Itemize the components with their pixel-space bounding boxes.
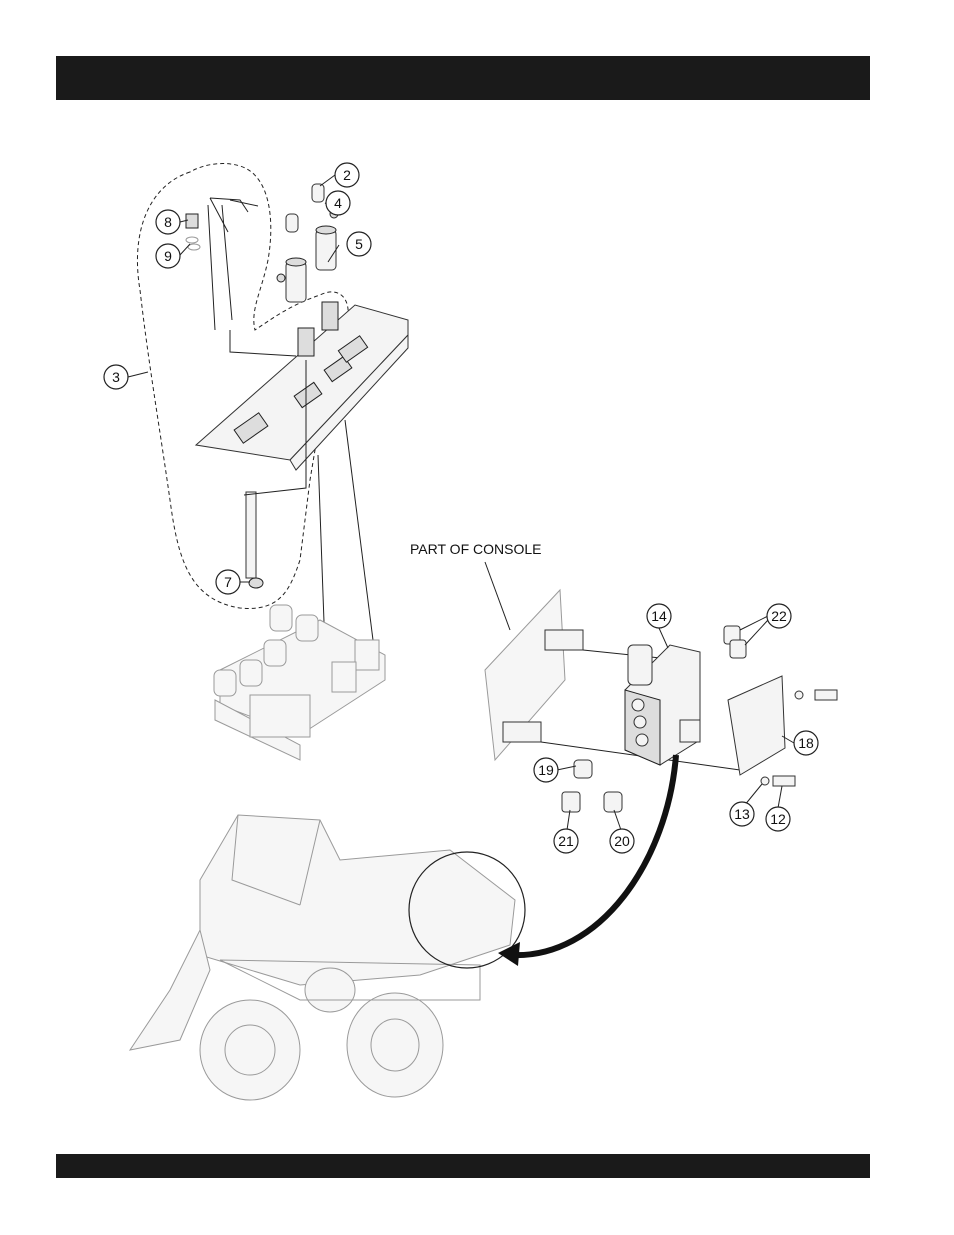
solenoid-cartridge (628, 645, 652, 685)
callout-22: 22 (767, 604, 791, 628)
svg-text:4: 4 (334, 195, 342, 211)
callout-5: 5 (347, 232, 371, 256)
machine-outline (130, 755, 676, 1100)
svg-text:14: 14 (651, 608, 667, 624)
callout-8: 8 (156, 210, 180, 234)
svg-text:20: 20 (614, 833, 630, 849)
callout-18: 18 (794, 731, 818, 755)
callout-13: 13 (730, 802, 754, 826)
mounting-bracket (728, 676, 785, 775)
svg-text:19: 19 (538, 762, 554, 778)
valve-bank (214, 605, 385, 760)
callout-21: 21 (554, 829, 578, 853)
rod (246, 492, 256, 578)
callout-3: 3 (104, 365, 128, 389)
control-lever (208, 198, 248, 330)
svg-text:12: 12 (770, 811, 786, 827)
svg-text:2: 2 (343, 167, 351, 183)
svg-text:21: 21 (558, 833, 574, 849)
boot-left (286, 262, 306, 302)
svg-text:8: 8 (164, 214, 172, 230)
callout-7: 7 (216, 570, 240, 594)
svg-text:18: 18 (798, 735, 814, 751)
boot-right (316, 230, 336, 270)
svg-text:13: 13 (734, 806, 750, 822)
svg-text:7: 7 (224, 574, 232, 590)
svg-text:3: 3 (112, 369, 120, 385)
callout-9: 9 (156, 244, 180, 268)
svg-text:9: 9 (164, 248, 172, 264)
callout-4: 4 (326, 191, 350, 215)
console-caption: PART OF CONSOLE (410, 541, 541, 557)
callout-12: 12 (766, 807, 790, 831)
switch-right (322, 302, 338, 330)
detail-arrow (510, 755, 676, 955)
callout-19: 19 (534, 758, 558, 782)
svg-text:5: 5 (355, 236, 363, 252)
callout-20: 20 (610, 829, 634, 853)
standoff-lower (503, 722, 541, 742)
standoff-upper (545, 630, 583, 650)
callout-2: 2 (335, 163, 359, 187)
svg-text:22: 22 (771, 608, 787, 624)
switch-left (298, 328, 314, 356)
callout-14: 14 (647, 604, 671, 628)
